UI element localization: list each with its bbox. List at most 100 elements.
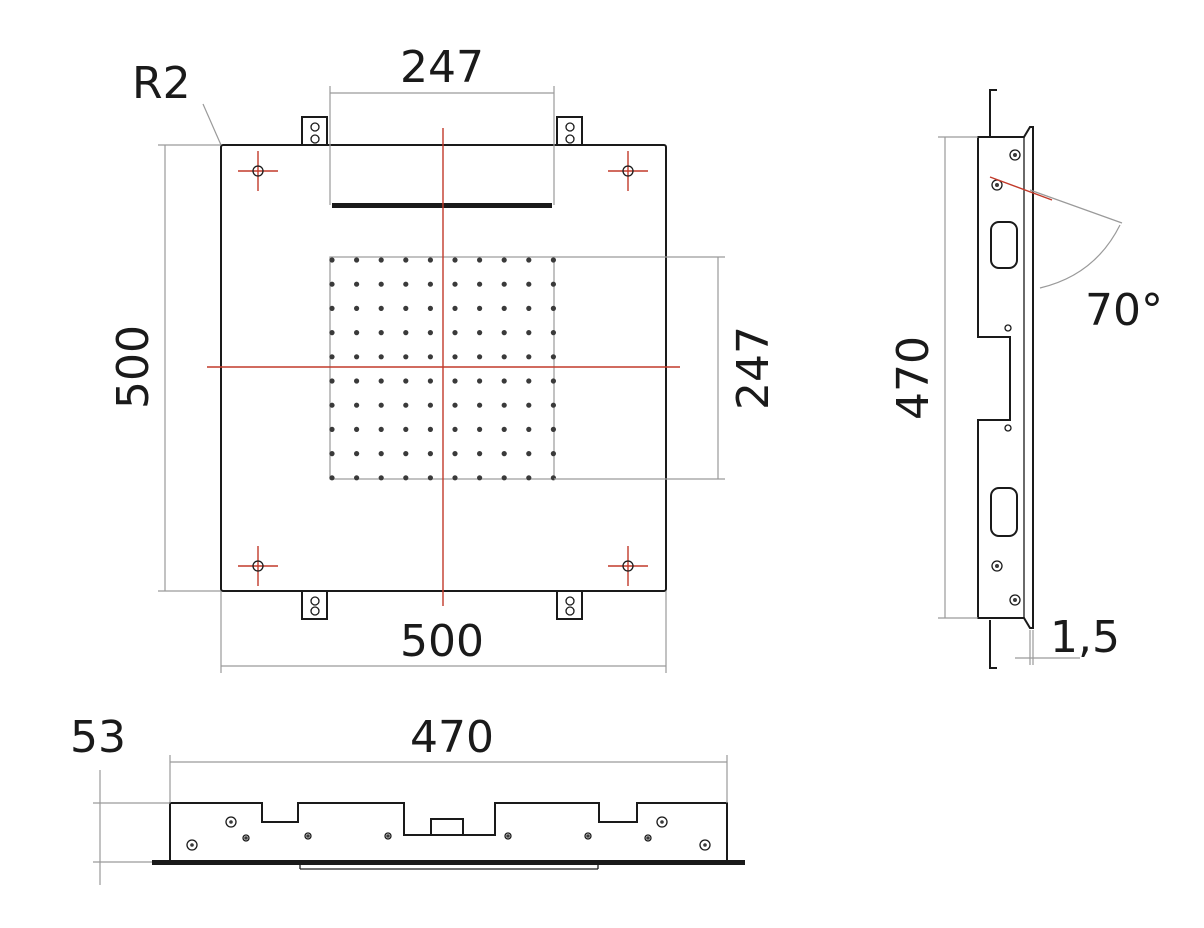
tilt-angle-label: 70° <box>1085 285 1163 336</box>
bottom-view-baseplate <box>152 860 745 865</box>
screw-center <box>244 836 248 840</box>
nozzle-dot <box>526 475 532 481</box>
screw-icon <box>584 832 592 840</box>
nozzle-field-frame <box>329 256 555 480</box>
nozzle-dot <box>427 281 433 287</box>
nozzle-dot <box>329 330 335 336</box>
nozzle-dot <box>526 402 532 408</box>
nozzle-dot <box>477 257 483 263</box>
nozzle-dot <box>477 378 483 384</box>
nozzle-dot <box>427 330 433 336</box>
nozzle-dot <box>403 402 409 408</box>
bottom-depth-label: 53 <box>70 712 126 763</box>
nozzle-dot <box>477 354 483 360</box>
screw-icon <box>384 832 392 840</box>
nozzle-dot <box>477 402 483 408</box>
nozzle-dot <box>427 402 433 408</box>
nozzle-dot <box>501 354 507 360</box>
nozzle-dot <box>378 354 384 360</box>
nozzle-dot <box>403 305 409 311</box>
nozzle-field-height-label: 247 <box>728 326 779 410</box>
nozzle-dot <box>378 475 384 481</box>
nozzle-dot <box>501 451 507 457</box>
nozzle-dot <box>378 305 384 311</box>
nozzle-dot <box>526 330 532 336</box>
bottom-length-label: 470 <box>410 712 494 763</box>
nozzle-dot <box>477 451 483 457</box>
screw-center <box>646 836 650 840</box>
nozzle-dot <box>477 305 483 311</box>
screw-center <box>506 834 510 838</box>
nozzle-dot <box>403 330 409 336</box>
nozzle-dot <box>501 402 507 408</box>
screw-icon <box>304 832 312 840</box>
nozzle-dot <box>501 330 507 336</box>
nozzle-dot <box>354 281 360 287</box>
screw-center <box>586 834 590 838</box>
nozzle-dot <box>452 451 458 457</box>
nozzle-dot <box>329 378 335 384</box>
nozzle-dot <box>550 281 557 287</box>
nozzle-grid <box>329 257 557 481</box>
nozzle-dot <box>452 402 458 408</box>
nozzle-dot <box>427 378 433 384</box>
screw-center <box>660 820 664 824</box>
nozzle-dot <box>403 378 409 384</box>
mounting-tab-bottom-right <box>556 591 583 620</box>
nozzle-dot <box>452 330 458 336</box>
nozzle-dot <box>550 378 557 384</box>
corner-crosshair <box>238 546 278 586</box>
mounting-tab-top-left <box>301 116 328 145</box>
plate-height-label: 500 <box>108 325 159 409</box>
bottom-view-body <box>169 802 728 860</box>
nozzle-dot <box>354 426 360 432</box>
corner-crosshair <box>608 151 648 191</box>
nozzle-dot <box>477 475 483 481</box>
nozzle-dot <box>526 257 532 263</box>
nozzle-dot <box>550 426 557 432</box>
screw-center <box>703 843 707 847</box>
screw-center <box>386 834 390 838</box>
top-width-label: 247 <box>400 42 484 93</box>
screw-icon <box>644 834 652 842</box>
screw-center <box>190 843 194 847</box>
nozzle-dot <box>526 305 532 311</box>
nozzle-dot <box>526 426 532 432</box>
nozzle-dot <box>526 281 532 287</box>
plate-width-label: 500 <box>400 616 484 667</box>
nozzle-dot <box>354 402 360 408</box>
nozzle-dot <box>427 354 433 360</box>
nozzle-dot <box>550 402 557 408</box>
nozzle-dot <box>403 281 409 287</box>
mounting-tab-top-right <box>556 116 583 145</box>
nozzle-dot <box>550 475 557 481</box>
nozzle-dot <box>329 257 335 263</box>
corner-crosshairs <box>238 151 648 586</box>
nozzle-dot <box>452 475 458 481</box>
nozzle-dot <box>477 281 483 287</box>
nozzle-dot <box>378 281 384 287</box>
nozzle-dot <box>452 378 458 384</box>
waterfall-slot <box>332 203 552 208</box>
nozzle-dot <box>329 354 335 360</box>
nozzle-dot <box>501 257 507 263</box>
nozzle-dot <box>501 281 507 287</box>
mounting-tab-bottom-left <box>301 591 328 620</box>
nozzle-dot <box>378 378 384 384</box>
nozzle-dot <box>452 281 458 287</box>
nozzle-dot <box>378 257 384 263</box>
nozzle-dot <box>329 475 335 481</box>
nozzle-dot <box>378 451 384 457</box>
nozzle-dot <box>427 305 433 311</box>
nozzle-dot <box>378 402 384 408</box>
nozzle-dot <box>501 378 507 384</box>
nozzle-dot <box>354 305 360 311</box>
screw-icon <box>186 839 198 851</box>
corner-crosshair <box>608 546 648 586</box>
side-view: 70° 470 1,5 <box>888 89 1163 669</box>
nozzle-dot <box>378 330 384 336</box>
screw-center <box>306 834 310 838</box>
nozzle-dot <box>354 257 360 263</box>
nozzle-dot <box>501 426 507 432</box>
nozzle-dot <box>501 305 507 311</box>
